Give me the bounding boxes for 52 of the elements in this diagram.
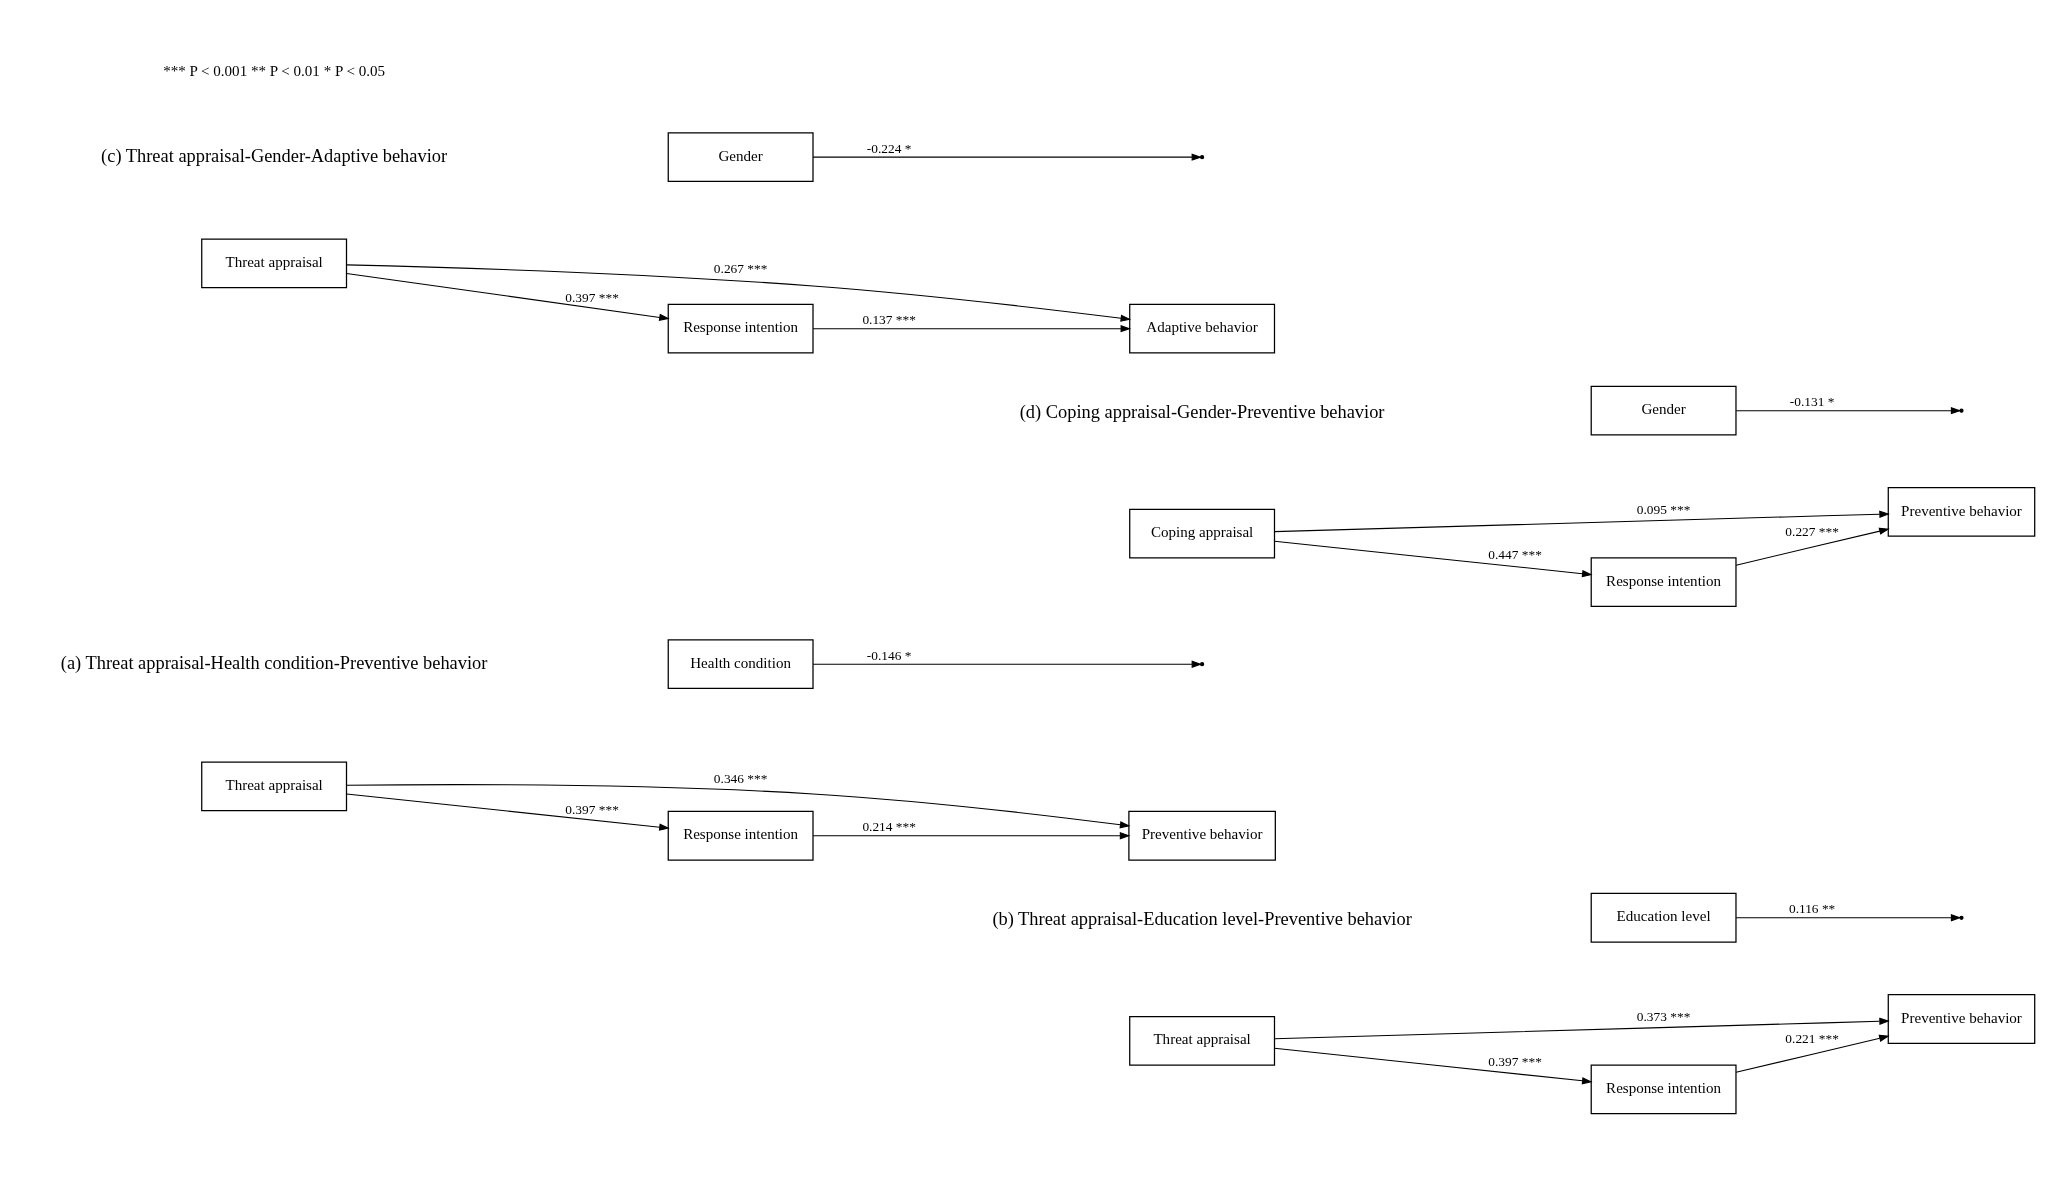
node-box: Threat appraisal [201,238,348,289]
node-box: Threat appraisal [201,761,348,812]
arrow [346,272,670,322]
edge-label: 0.397 *** [565,801,619,817]
node-box: Adaptive behavior [1129,303,1276,354]
arrow [346,793,670,831]
arrow [812,153,1203,161]
node-box: Response intention [667,810,814,861]
arrow [1274,510,1890,533]
node-box: Education level [1590,892,1737,943]
node-box: Gender [667,132,814,183]
arrow [1735,527,1890,566]
edge-label: 0.221 *** [1785,1031,1839,1047]
node-box: Threat appraisal [1129,1015,1276,1066]
node-box: Health condition [667,639,814,690]
edge-label: 0.397 *** [565,289,619,305]
edge-label: -0.146 * [866,647,912,663]
arrow [346,264,1132,322]
edge-label: 0.397 *** [1488,1053,1542,1069]
label: (c) Threat appraisal-Gender-Adaptive behavior [101,145,448,166]
label: (d) Coping appraisal-Gender-Preventive behavior [1019,401,1385,422]
label: (a) Threat appraisal-Health condition-Preventive behavior [60,652,488,673]
arrow [1735,1034,1890,1073]
edge-label: 0.137 *** [862,312,916,328]
node-box: Response intention [667,303,814,354]
label: *** P < 0.001 ** P < 0.01 * P < 0.05 [163,63,386,80]
node-box: Preventive behavior [1128,810,1276,861]
edge-label: 0.267 *** [713,261,768,277]
node-box: Response intention [1590,557,1737,608]
arrow [346,784,1131,829]
edge-label: 0.227 *** [1785,524,1839,540]
edge-label: 0.095 *** [1636,502,1691,518]
arrow [812,832,1131,840]
arrow [1735,914,1962,922]
edge-label: 0.447 *** [1488,546,1542,562]
node-box: Response intention [1590,1064,1737,1115]
edge-label: 0.373 *** [1636,1008,1691,1024]
edge-label: -0.224 * [866,140,912,156]
arrow [1274,1017,1890,1040]
edge-label: 0.116 ** [1788,901,1836,917]
arrow [812,660,1203,668]
edge-label: 0.214 *** [862,819,916,835]
arrow [1274,1047,1593,1085]
arrow [812,324,1132,333]
node-box: Coping appraisal [1129,508,1276,559]
edge-label: 0.346 *** [713,770,768,786]
node-box: Preventive behavior [1887,994,2036,1044]
label: (b) Threat appraisal-Education level-Preventive behavior [992,908,1412,929]
edge-label: -0.131 * [1789,394,1835,410]
node-box: Preventive behavior [1887,487,2036,537]
arrow [1274,540,1593,578]
node-box: Gender [1590,385,1737,436]
